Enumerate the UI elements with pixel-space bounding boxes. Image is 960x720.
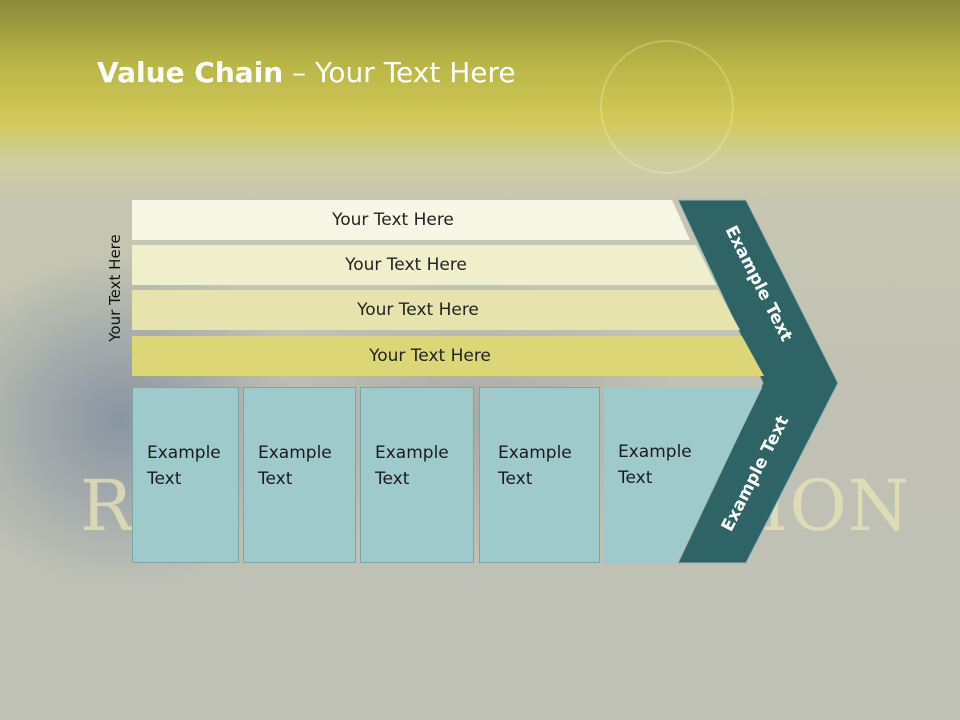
band-3: Your Text Here [132, 290, 740, 330]
title-separator: – [283, 56, 316, 89]
band-4: Your Text Here [132, 336, 764, 376]
box-4-line2: Text [498, 469, 533, 489]
band-1: Your Text Here [132, 200, 690, 240]
band-3-label: Your Text Here [357, 300, 479, 320]
box-1-line2: Text [147, 469, 182, 489]
band-1-label: Your Text Here [332, 210, 454, 230]
box-3-line2: Text [375, 469, 410, 489]
reflection-fade [0, 563, 960, 720]
box-2-line2: Text [258, 469, 293, 489]
title-bold: Value Chain [97, 56, 284, 89]
box-4-line1: Example [498, 443, 572, 463]
box-3-line1: Example [375, 443, 449, 463]
box-5-line1: Example [618, 442, 692, 462]
decorative-orb [600, 40, 734, 174]
band-4-label: Your Text Here [369, 346, 491, 366]
box-5-line2: Text [618, 468, 653, 488]
box-1-line1: Example [147, 443, 221, 463]
watermark-left: R [80, 465, 134, 547]
band-2: Your Text Here [132, 245, 716, 285]
slide-title: Value Chain – Your Text Here [97, 56, 516, 89]
box-2-line1: Example [258, 443, 332, 463]
band-2-label: Your Text Here [345, 255, 467, 275]
title-rest: Your Text Here [315, 56, 516, 89]
